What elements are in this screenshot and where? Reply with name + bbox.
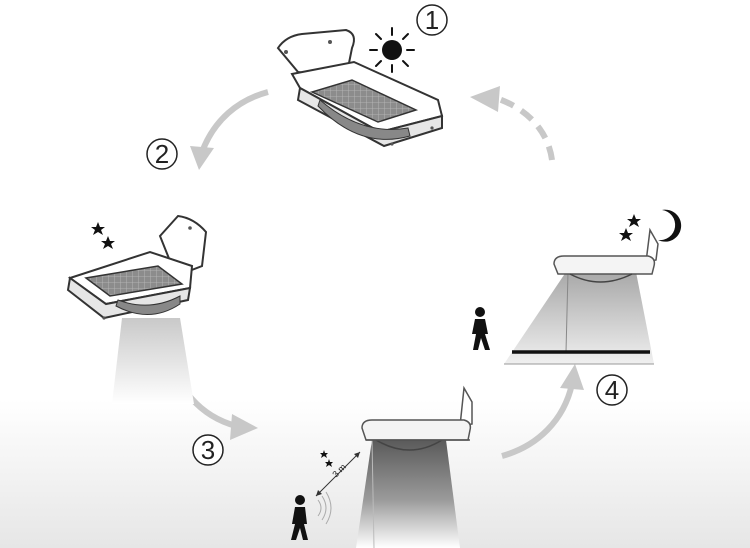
- solar-light-icon-night-bright: [504, 227, 659, 365]
- step-2-badge: 2: [146, 138, 178, 170]
- person-icon-in-light: [472, 307, 490, 350]
- star-icon-dusk: [91, 222, 115, 249]
- arrow-icon-3-to-4: [501, 383, 575, 459]
- step-3-label: 3: [201, 435, 215, 465]
- step-4-label: 4: [605, 375, 619, 405]
- moon-icon-dusk: [57, 218, 76, 251]
- moon-icon-bright: [658, 209, 682, 242]
- arrow-icon-4-to-1: [495, 95, 555, 161]
- solar-light-icon-day: [276, 28, 444, 148]
- star-icon-bright: [619, 214, 641, 241]
- person-icon-approaching: [291, 495, 308, 540]
- step-3-badge: 3: [192, 434, 224, 466]
- step-4-badge: 4: [596, 374, 628, 406]
- step-2-label: 2: [155, 139, 169, 169]
- arrow-head-2: [190, 146, 214, 170]
- arrow-head-3: [230, 414, 258, 440]
- arrow-head-1: [470, 86, 500, 112]
- step-1-label: 1: [425, 5, 439, 35]
- solar-light-icon-dusk: [66, 214, 208, 404]
- motion-waves: [317, 491, 332, 525]
- step-1-badge: 1: [416, 4, 448, 36]
- sun-icon: [369, 27, 415, 73]
- arrow-icon-1-to-2: [199, 89, 269, 154]
- arrow-head-4: [560, 364, 584, 390]
- star-icon-night: [320, 450, 333, 467]
- solar-light-icon-night-dim: [356, 385, 473, 548]
